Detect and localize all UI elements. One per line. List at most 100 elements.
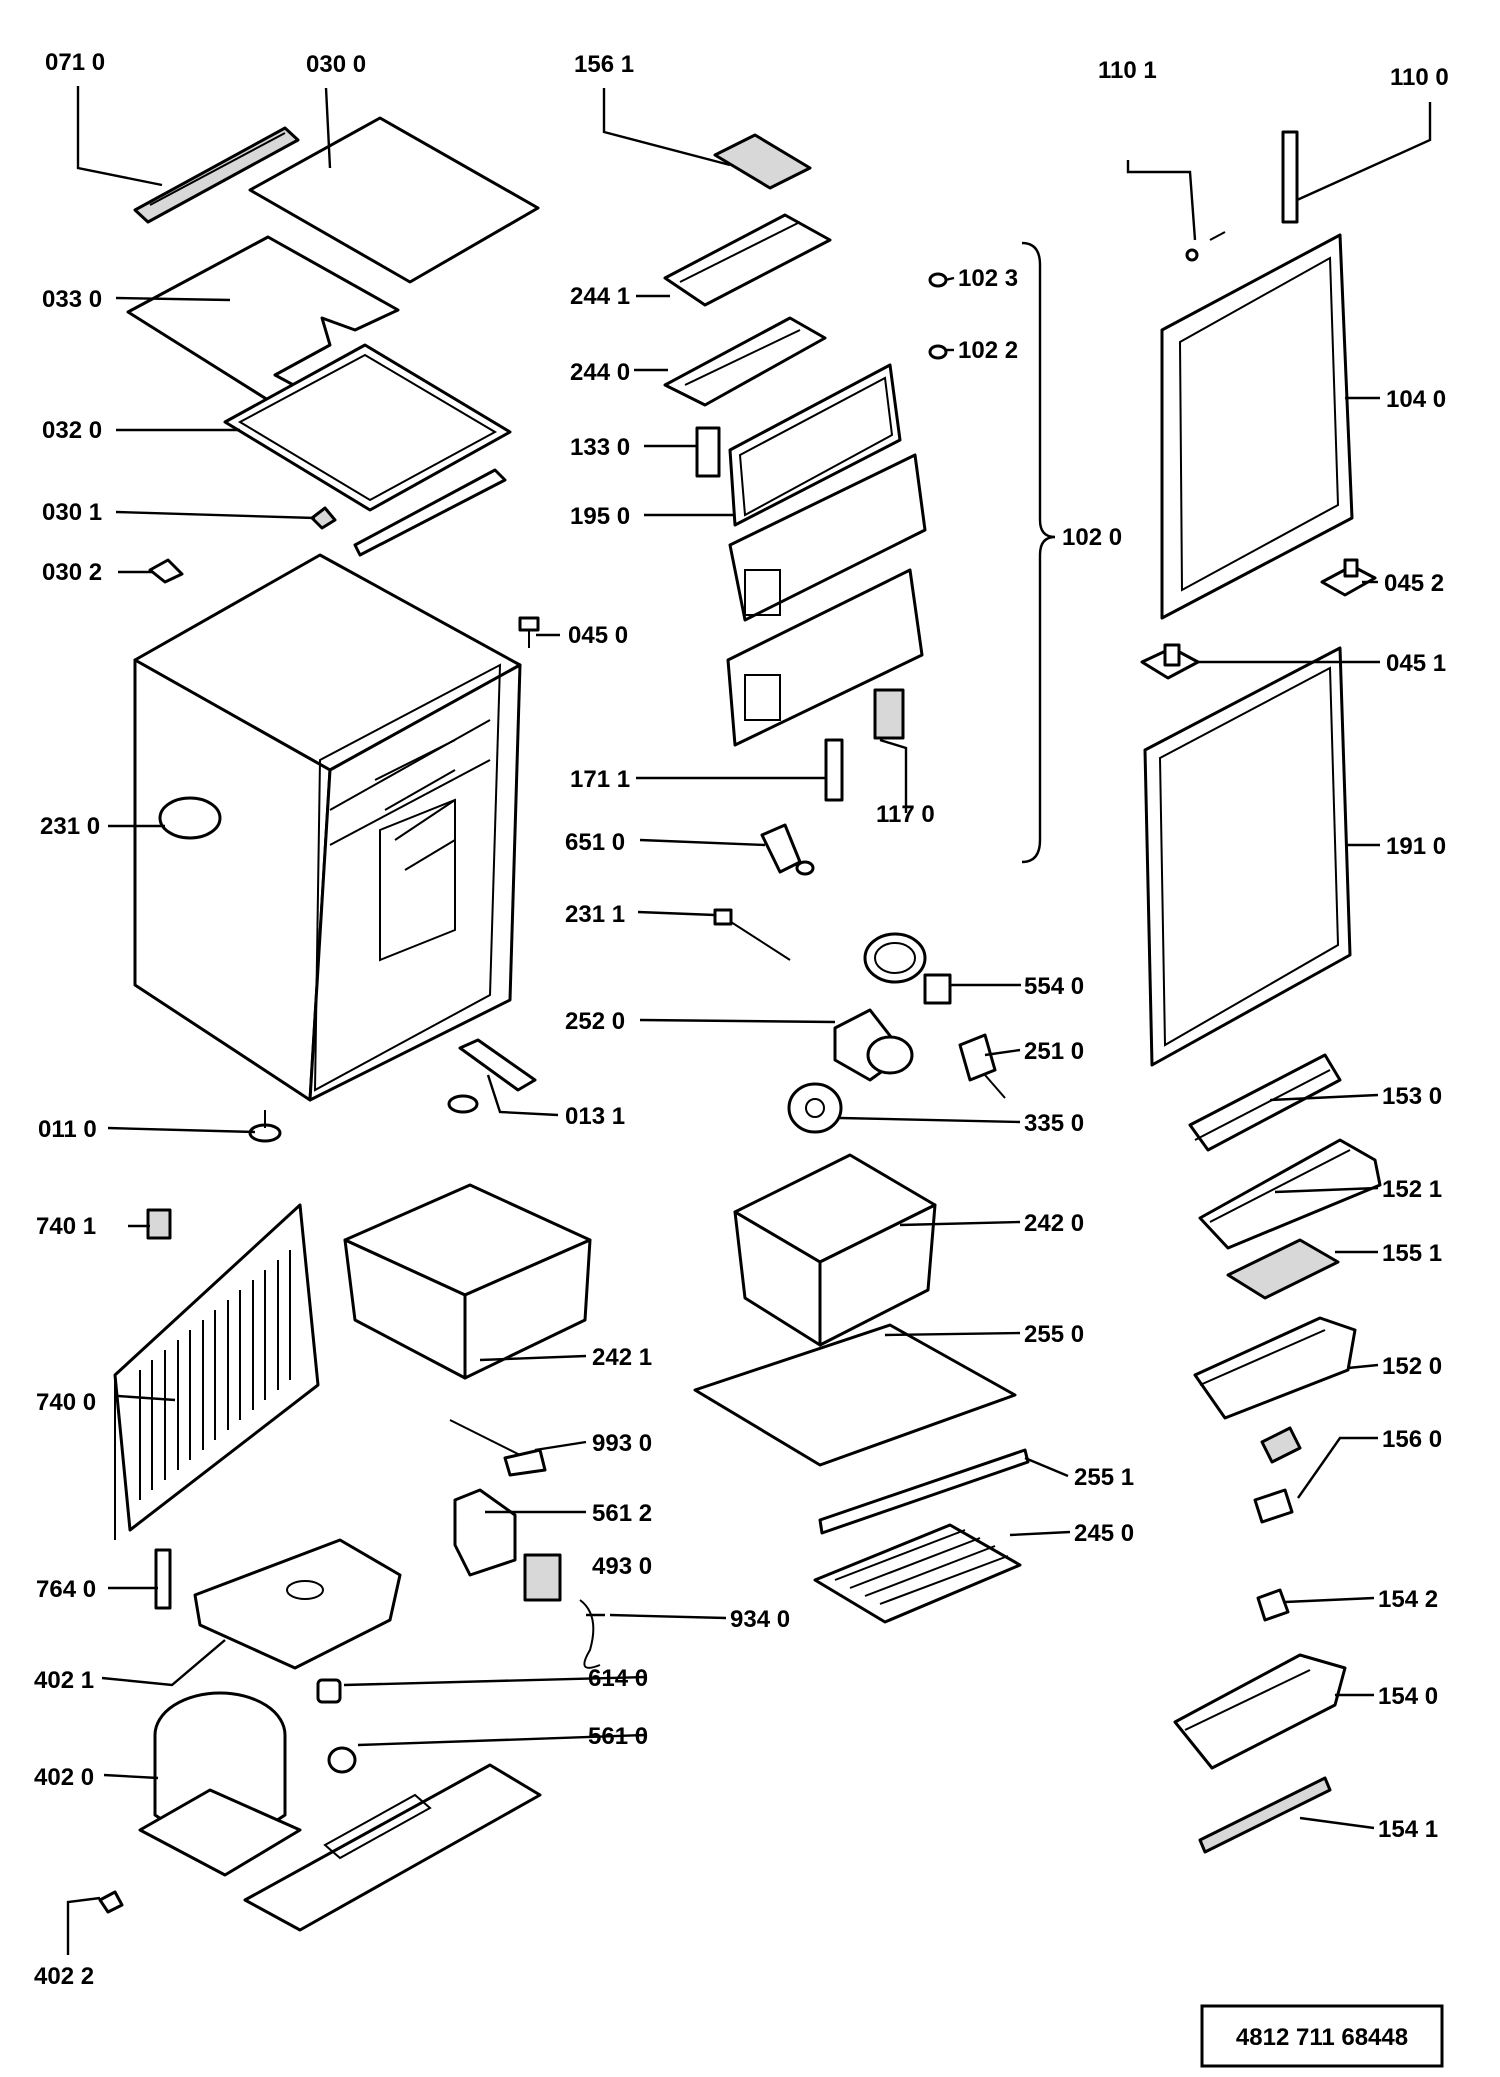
part-foot-0110 (248, 1110, 282, 1143)
part-drier-7640 (154, 1548, 172, 1610)
label-011-0: 011 0 (38, 1116, 97, 1143)
part-capacitor-5610 (327, 1746, 357, 1774)
part-ice-tray-1561 (713, 133, 812, 190)
part-drawer-2420 (733, 1153, 937, 1347)
part-shelf-1521 (1198, 1138, 1382, 1250)
label-231-1: 231 1 (565, 901, 625, 928)
part-top-cover-0300 (248, 116, 540, 284)
part-clip-0301 (310, 506, 337, 530)
part-fan-motor-3350 (787, 1082, 843, 1134)
part-clip-1542 (1256, 1588, 1290, 1622)
label-071-0: 071 0 (45, 49, 105, 76)
label-013-1: 013 1 (565, 1103, 625, 1130)
part-compressor-base-4021 (193, 1538, 402, 1670)
label-764-0: 764 0 (36, 1576, 96, 1603)
label-554-0: 554 0 (1024, 973, 1084, 1000)
part-door-frame-1950 (728, 363, 902, 527)
part-glass-plate-2550 (693, 1323, 1017, 1467)
part-clip-1560 (1253, 1426, 1302, 1524)
label-156-1: 156 1 (574, 51, 634, 78)
label-104-0: 104 0 (1386, 386, 1446, 413)
label-045-2: 045 2 (1384, 570, 1444, 597)
bracket-1020 (1021, 241, 1056, 864)
label-561-2: 561 2 (592, 1500, 652, 1527)
label-402-0: 402 0 (34, 1764, 94, 1791)
part-wire-9930 (449, 1419, 547, 1477)
part-shelf-frame-0320 (223, 343, 512, 512)
label-045-1: 045 1 (1386, 650, 1446, 677)
part-drawer-2421 (343, 1183, 592, 1380)
part-trim-2551 (818, 1448, 1030, 1535)
part-labels: 071 0 030 0 033 0 032 0 030 1 030 2 231 … (34, 49, 1449, 1990)
part-tray-2440 (663, 316, 827, 407)
part-relay-2520 (833, 1008, 914, 1082)
part-block-1170 (873, 688, 905, 740)
label-030-0: 030 0 (306, 51, 366, 78)
part-lamp-cover-2310 (158, 796, 222, 840)
part-top-grille-0710 (133, 126, 300, 224)
part-shelf-1530 (1188, 1053, 1342, 1152)
label-032-0: 032 0 (42, 417, 102, 444)
part-condenser-7400 (113, 1203, 320, 1540)
part-cabinet-body (133, 553, 522, 1102)
label-155-1: 155 1 (1382, 1240, 1442, 1267)
part-fan-ring-5540 (863, 932, 952, 1005)
label-033-0: 033 0 (42, 286, 102, 313)
part-tray-2441 (663, 213, 832, 307)
label-402-1: 402 1 (34, 1667, 94, 1694)
part-bracket-0302 (148, 558, 184, 584)
label-102-3: 102 3 (958, 265, 1018, 292)
label-045-0: 045 0 (568, 622, 628, 649)
part-clip-7401 (146, 1208, 172, 1240)
part-handle-1711 (824, 738, 844, 802)
part-connector-4022 (98, 1890, 124, 1914)
label-171-1: 171 1 (570, 766, 630, 793)
part-egg-tray-1551 (1226, 1238, 1340, 1300)
label-231-0: 231 0 (40, 813, 100, 840)
label-154-1: 154 1 (1378, 1816, 1438, 1843)
label-934-0: 934 0 (730, 1606, 790, 1633)
part-small-stud-1023 (928, 272, 948, 288)
part-evaporator-door-lower (726, 568, 924, 747)
part-evaporator-door-upper (728, 453, 927, 622)
part-thermostat-6510 (760, 823, 815, 876)
part-wire-9340 (579, 1599, 601, 1669)
label-561-0: 561 0 (588, 1723, 648, 1750)
document-code-box: 4812 711 68448 (1200, 2004, 1444, 2068)
part-bracket-5612 (453, 1488, 517, 1577)
label-154-0: 154 0 (1378, 1683, 1438, 1710)
label-740-0: 740 0 (36, 1389, 96, 1416)
part-shelf-1520 (1193, 1316, 1357, 1420)
part-screws-1101 (1185, 231, 1226, 262)
part-hinge-0452 (1320, 558, 1377, 597)
part-relay-6140 (316, 1678, 342, 1704)
part-screw-0450 (518, 616, 540, 648)
label-993-0: 993 0 (592, 1430, 652, 1457)
part-hinge-0131 (447, 1038, 537, 1114)
label-102-2: 102 2 (958, 337, 1018, 364)
label-030-2: 030 2 (42, 559, 102, 586)
label-133-0: 133 0 (570, 434, 630, 461)
part-lamp-socket-2510 (958, 1033, 1006, 1099)
label-252-0: 252 0 (565, 1008, 625, 1035)
label-402-2: 402 2 (34, 1963, 94, 1990)
leader-lines (66, 86, 1432, 1955)
label-244-1: 244 1 (570, 283, 630, 310)
part-hinge-pin-1100 (1281, 130, 1299, 224)
part-strip-0300 (353, 468, 507, 557)
label-335-0: 335 0 (1024, 1110, 1084, 1137)
part-strip-1541 (1198, 1776, 1332, 1854)
label-614-0: 614 0 (588, 1665, 648, 1692)
label-156-0: 156 0 (1382, 1426, 1442, 1453)
part-base-plate (243, 1763, 542, 1932)
label-152-0: 152 0 (1382, 1353, 1442, 1380)
label-255-0: 255 0 (1024, 1321, 1084, 1348)
part-cable-2311 (713, 908, 791, 961)
part-compressor-4020 (138, 1691, 302, 1877)
part-grid-shelf-2450 (813, 1523, 1022, 1624)
label-251-0: 251 0 (1024, 1038, 1084, 1065)
part-latch-1330 (695, 426, 721, 478)
label-191-0: 191 0 (1386, 833, 1446, 860)
